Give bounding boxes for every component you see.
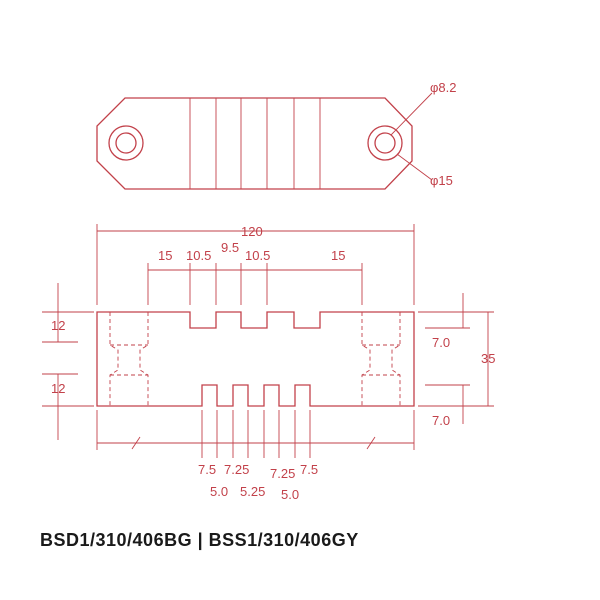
bottom-label: 5.25 bbox=[240, 484, 265, 499]
overall-length-label: 120 bbox=[241, 224, 263, 239]
break-mark bbox=[366, 436, 376, 450]
technical-drawing: φ8.2 φ15 120 15 10.5 9.5 10.5 15 12 bbox=[42, 80, 495, 502]
product-caption: BSD1/310/406BG | BSS1/310/406GY bbox=[40, 530, 359, 550]
segment-label: 9.5 bbox=[221, 240, 239, 255]
left-bottom-dimension: 12 bbox=[51, 381, 65, 396]
bottom-label: 7.25 bbox=[224, 462, 249, 477]
segment-label: 15 bbox=[331, 248, 345, 263]
front-view-outline bbox=[96, 311, 415, 407]
segment-label: 10.5 bbox=[245, 248, 270, 263]
top-view: φ8.2 φ15 bbox=[96, 80, 457, 190]
break-mark bbox=[131, 436, 141, 450]
right-hole-inner bbox=[374, 132, 396, 154]
right-bottom-dimension: 7.0 bbox=[432, 413, 450, 428]
hole-outer-diameter: φ15 bbox=[430, 173, 453, 188]
bottom-label: 7.5 bbox=[300, 462, 318, 477]
hole-inner-diameter: φ8.2 bbox=[430, 80, 457, 95]
left-hole-outer bbox=[108, 125, 144, 161]
bottom-label: 7.25 bbox=[270, 466, 295, 481]
top-view-outline bbox=[96, 97, 413, 190]
bottom-label: 5.0 bbox=[281, 487, 299, 502]
hole-outer-leader bbox=[396, 153, 433, 181]
segment-label: 10.5 bbox=[186, 248, 211, 263]
left-hidden-hole bbox=[109, 312, 149, 406]
front-view: 120 15 10.5 9.5 10.5 15 12 12 7.0 35 7.0 bbox=[42, 224, 495, 502]
right-hidden-hole bbox=[361, 312, 401, 406]
left-top-dimension: 12 bbox=[51, 318, 65, 333]
hole-inner-leader bbox=[390, 92, 433, 136]
bottom-label: 7.5 bbox=[198, 462, 216, 477]
segment-label: 15 bbox=[158, 248, 172, 263]
bottom-label: 5.0 bbox=[210, 484, 228, 499]
right-hole-outer bbox=[367, 125, 403, 161]
right-top-dimension: 7.0 bbox=[432, 335, 450, 350]
left-hole-inner bbox=[115, 132, 137, 154]
right-height-dimension: 35 bbox=[481, 351, 495, 366]
